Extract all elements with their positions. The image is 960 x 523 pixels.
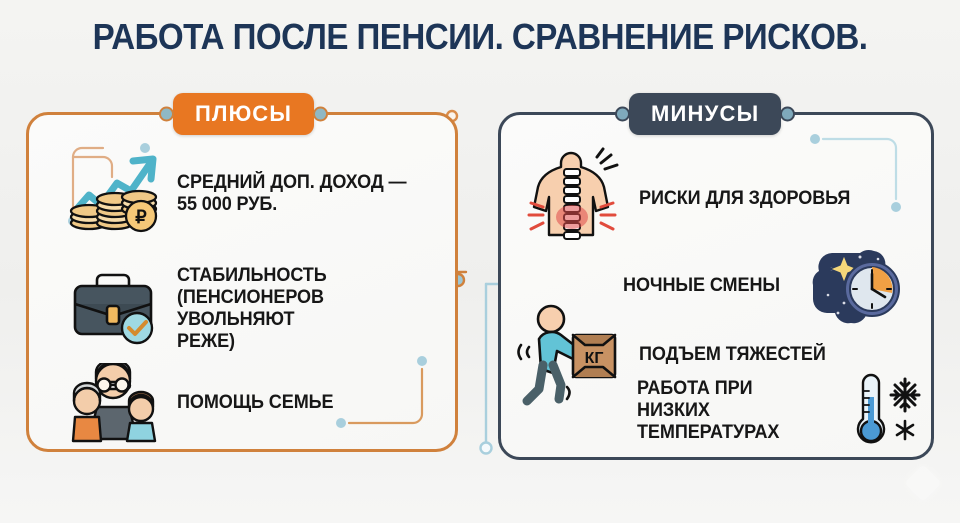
list-item: РАБОТА ПРИ НИЗКИХ ТЕМПЕРАТУРАХ [519, 371, 931, 451]
watermark [904, 461, 942, 505]
list-item: КГ ПОДЪЕМ ТЯЖЕСТЕЙ [513, 303, 836, 407]
list-item-label: СТАБИЛЬНОСТЬ (ПЕНСИОНЕРОВ УВОЛЬНЯЮТ РЕЖЕ… [177, 265, 327, 353]
badge-knob-left [615, 106, 630, 122]
list-item: ₽ СРЕДНИЙ ДОП. ДОХОД — 55 000 РУБ. [67, 151, 419, 237]
list-item-label: РАБОТА ПРИ НИЗКИХ ТЕМПЕРАТУРАХ [637, 377, 780, 444]
family-icon [71, 363, 157, 443]
panel-advantages: ПЛЮСЫ [26, 93, 458, 452]
list-item-label: СРЕДНИЙ ДОП. ДОХОД — 55 000 РУБ. [177, 171, 407, 215]
ruble-symbol: ₽ [135, 207, 147, 227]
list-item: РИСКИ ДЛЯ ЗДОРОВЬЯ [519, 147, 861, 251]
list-item-label: ПОМОЩЬ СЕМЬЕ [177, 391, 334, 413]
back-pain-icon [527, 147, 619, 240]
badge-advantages: ПЛЮСЫ [159, 93, 329, 135]
list-item-label: РИСКИ ДЛЯ ЗДОРОВЬЯ [639, 187, 851, 209]
disadvantages-list: РИСКИ ДЛЯ ЗДОРОВЬЯ НОЧНЫЕ СМЕНЫ [501, 115, 931, 457]
badge-knob-right [780, 106, 796, 122]
page-title: РАБОТА ПОСЛЕ ПЕНСИИ. СРАВНЕНИЕ РИСКОВ. [92, 16, 868, 57]
list-item-label: ПОДЪЕМ ТЯЖЕСТЕЙ [639, 343, 826, 365]
box-weight-label: КГ [585, 350, 604, 367]
list-item: НОЧНЫЕ СМЕНЫ [623, 243, 904, 329]
badge-knob-left [159, 106, 174, 122]
advantages-list: ₽ СРЕДНИЙ ДОП. ДОХОД — 55 000 РУБ. СТАБ [29, 115, 455, 449]
badge-disadvantages: МИНУСЫ [615, 93, 796, 135]
badge-knob-right [313, 106, 329, 122]
coins-growth-icon: ₽ [69, 155, 158, 233]
list-item-label: НОЧНЫЕ СМЕНЫ [623, 274, 780, 296]
badge-advantages-label: ПЛЮСЫ [195, 101, 293, 126]
list-item: ПОМОЩЬ СЕМЬЕ [67, 363, 342, 443]
lifting-box-icon: КГ [517, 304, 617, 406]
briefcase-check-icon [73, 273, 154, 345]
list-item: СТАБИЛЬНОСТЬ (ПЕНСИОНЕРОВ УВОЛЬНЯЮТ РЕЖЕ… [67, 265, 455, 353]
night-clock-icon [812, 249, 901, 324]
watermark-diamond-icon [904, 464, 942, 502]
thermometer-snowflake-icon [856, 373, 921, 444]
badge-disadvantages-label: МИНУСЫ [651, 101, 760, 126]
panel-disadvantages: МИНУСЫ [498, 93, 934, 460]
